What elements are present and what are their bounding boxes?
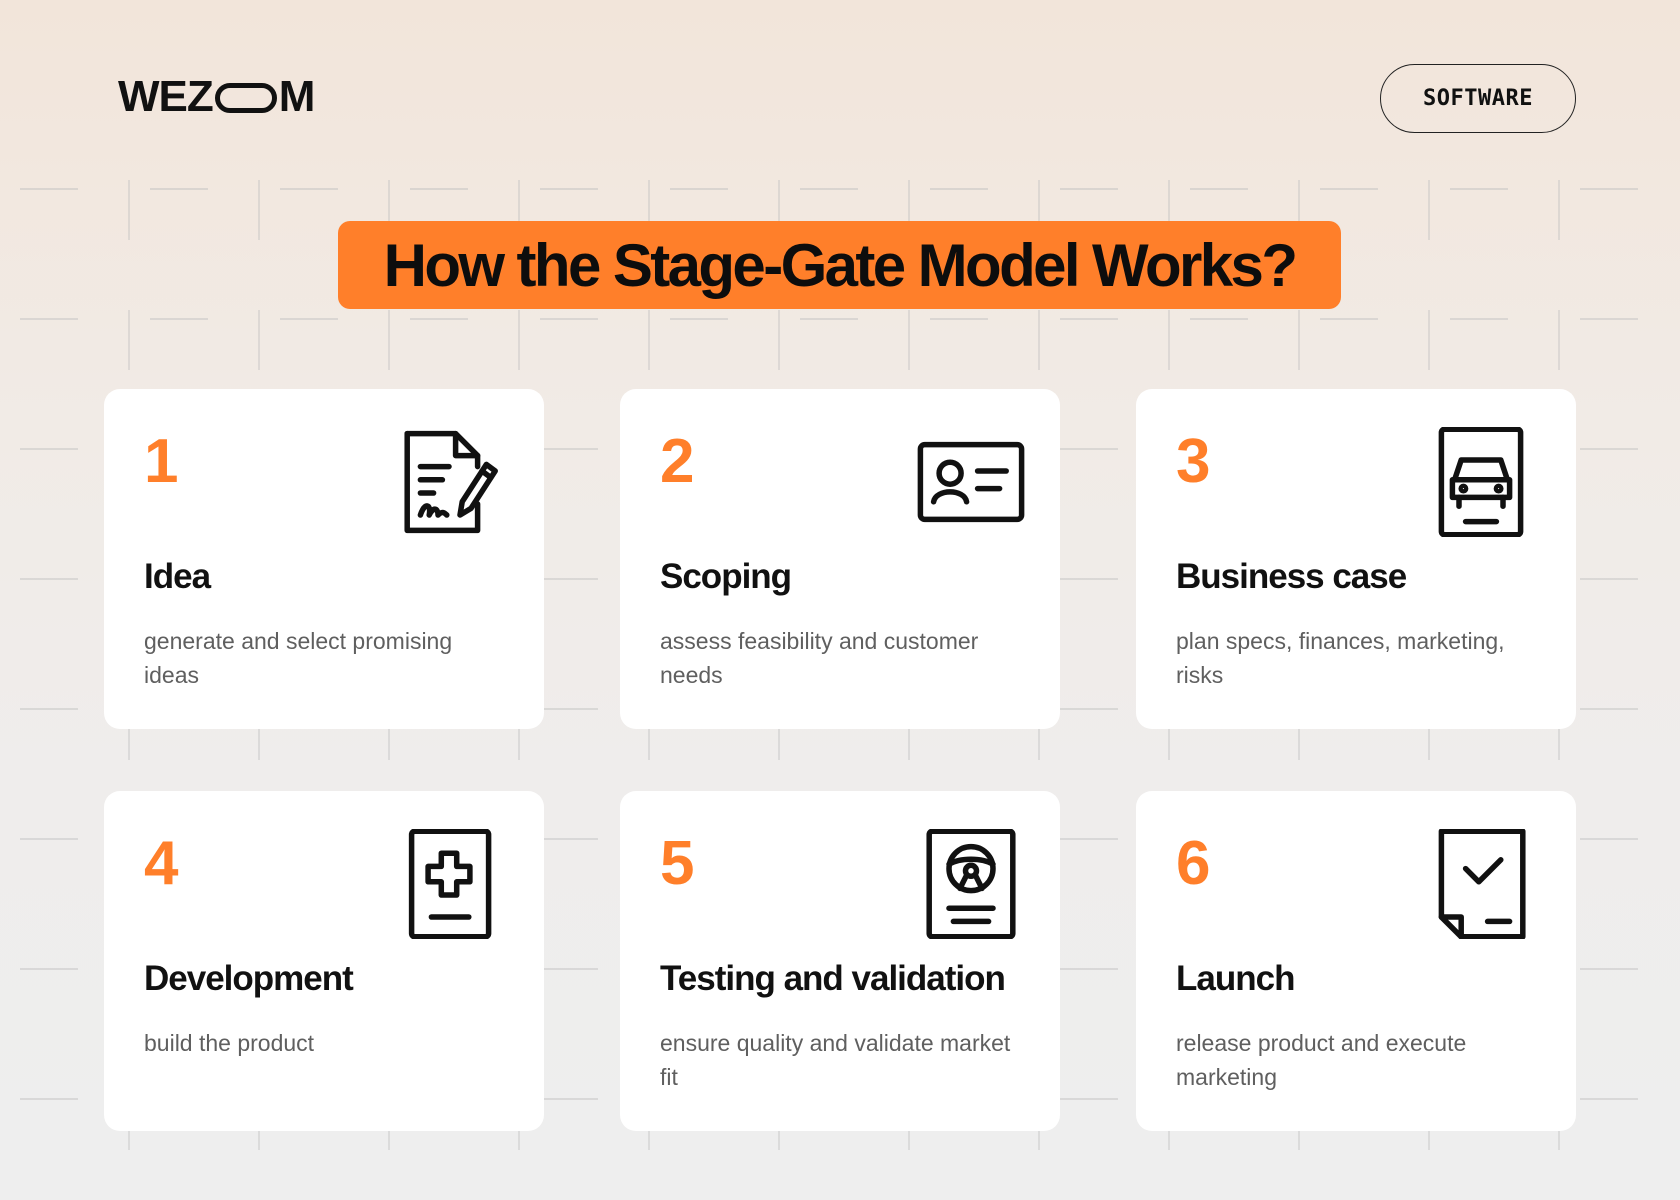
stage-card-3: 3 Business case plan specs, finances, ma…	[1136, 389, 1576, 729]
stage-card-5: 5 Testing and validation ensure quality …	[620, 791, 1060, 1131]
stage-cards-grid: 1 Idea generate and select promising ide…	[104, 389, 1576, 1131]
title-banner: How the Stage-Gate Model Works?	[338, 221, 1341, 309]
stage-card-6: 6 Launch release product and execute mar…	[1136, 791, 1576, 1131]
stage-card-4: 4 Development build the product	[104, 791, 544, 1131]
stage-number: 1	[144, 427, 179, 496]
car-document-icon	[1426, 427, 1536, 537]
stage-description: release product and execute marketing	[1176, 1030, 1467, 1090]
stage-card-1: 1 Idea generate and select promising ide…	[104, 389, 544, 729]
wezom-logo[interactable]: WEZ M	[118, 72, 316, 122]
driving-license-icon	[916, 829, 1026, 939]
category-badge[interactable]: SOFTWARE	[1380, 64, 1576, 133]
stage-number: 2	[660, 427, 695, 496]
signed-document-pen-icon	[394, 427, 504, 537]
stage-description: assess feasibility and customer needs	[660, 628, 979, 688]
grid-line	[20, 188, 1660, 190]
logo-text-left: WEZ	[118, 72, 214, 121]
stage-number: 3	[1176, 427, 1211, 496]
stage-description: build the product	[144, 1030, 315, 1056]
stage-name: Scoping	[660, 557, 792, 596]
stage-number: 5	[660, 829, 695, 898]
stage-description: generate and select promising ideas	[144, 628, 453, 688]
stage-name: Business case	[1176, 557, 1407, 596]
stage-name: Development	[144, 959, 354, 998]
stage-name: Idea	[144, 557, 211, 596]
approved-document-icon	[1426, 829, 1536, 939]
id-card-icon	[916, 427, 1026, 537]
logo-text-right: M	[278, 72, 316, 121]
stage-description: ensure quality and validate market fit	[660, 1030, 1011, 1090]
stage-description: plan specs, finances, marketing, risks	[1176, 628, 1505, 688]
stage-name: Testing and validation	[660, 959, 1006, 998]
stage-number: 4	[144, 829, 179, 898]
stage-name: Launch	[1176, 959, 1295, 998]
stage-number: 6	[1176, 829, 1211, 898]
stage-card-2: 2 Scoping assess feasibility and custome…	[620, 389, 1060, 729]
logo-o-shape	[214, 83, 277, 113]
grid-line	[20, 318, 1660, 320]
medical-document-icon	[394, 829, 504, 939]
page-title: How the Stage-Gate Model Works?	[383, 231, 1298, 299]
